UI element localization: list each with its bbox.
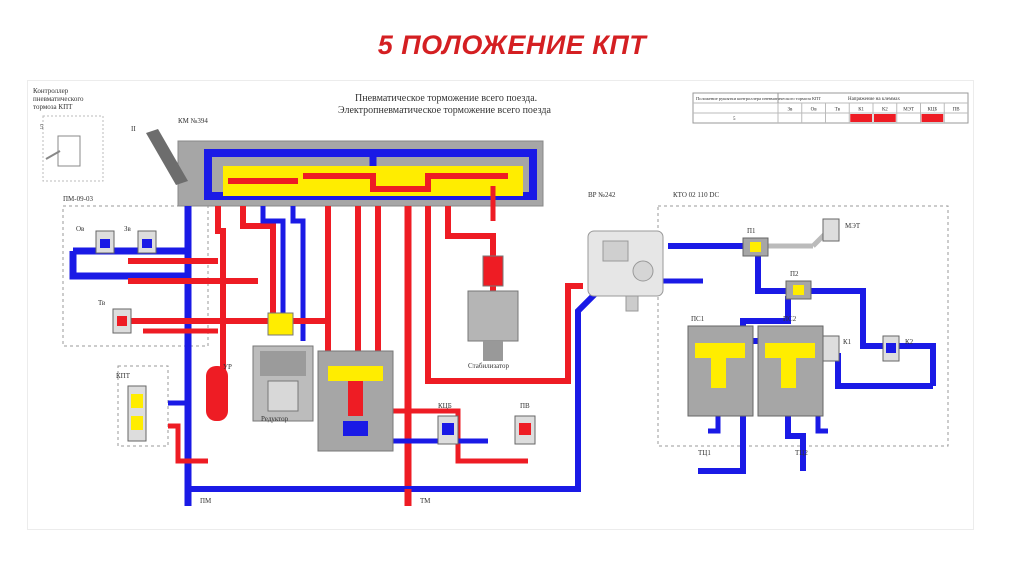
kpt-valve [127,385,147,442]
label-vr242: ВР №242 [588,191,616,199]
table-header-cell: ПВ [953,108,961,113]
kcb-valve [437,415,459,445]
label-met: МЭТ [845,222,861,230]
label-zv: Зв [124,225,132,233]
ur-reservoir [206,366,228,421]
label-kto: КТО 02 110 DC [673,191,719,199]
reducer [252,312,314,422]
controller-label-2: пневматического [33,95,84,103]
label-tv: Тв [98,299,106,307]
pm-0903-frame [62,205,209,347]
table-header-cell: МЭТ [903,108,914,113]
stabilizer [467,255,519,361]
label-tc2: ТЦ2 [795,449,808,457]
valve-k1 [822,335,840,362]
controller-pos-2: II [131,125,136,133]
label-k2: К2 [905,338,914,346]
label-ur: УР [223,363,232,371]
valve-k2 [882,335,900,362]
km-blue-channel [204,149,537,200]
valve-p1 [742,237,769,257]
controller-frame [42,115,104,182]
table-active-cell [874,114,896,122]
label-kcb: КЦБ [438,402,452,410]
valve-ov [95,230,115,254]
label-p1: П1 [747,227,756,235]
heading-line-1: Пневматическое торможение всего поезда. [355,93,537,104]
label-kpt: КПТ [116,372,131,380]
table-header-cell: Зв [787,108,793,113]
label-k1: К1 [843,338,852,346]
controller-label-1: Контроллер [33,87,69,95]
heading-line-2: Электропневматическое торможение всего п… [338,105,551,116]
table-header-cell: К1 [858,108,864,113]
table-active-cell [921,114,944,122]
valve-tv [112,308,132,334]
label-pm0903: ПМ-09-03 [63,195,93,203]
relay-valve [317,350,394,452]
valve-met [822,218,840,242]
label-ov: Ов [76,225,85,233]
controller-pos-5: 5 [40,123,44,131]
relay-ps2 [757,325,824,417]
table-caption: Положение рукоятки контроллера пневматич… [696,96,821,101]
label-pm: ПМ [200,497,212,505]
label-reduktor: Редуктор [261,415,289,423]
label-stabilizator: Стабилизатор [468,362,510,370]
controller-label-3: тормоза КПТ [33,103,73,111]
relay-ps1 [687,325,754,417]
controller-sketch [45,135,81,167]
valve-p2 [785,280,812,300]
label-tm: ТМ [420,497,431,505]
slide-title: 5 ПОЛОЖЕНИЕ КПТ [377,30,647,60]
label-tc1: ТЦ1 [698,449,711,457]
label-ps1: ПС1 [691,315,705,323]
table-group-header: Напряжение на клеммах [848,97,900,102]
label-p2: П2 [790,270,799,278]
label-km394: КМ №394 [178,117,208,125]
table-header-cell: К2 [882,108,888,113]
km-handle [146,129,188,185]
kpt-frame [117,365,169,447]
table-header-cell: Ов [811,108,818,113]
table-active-cell [850,114,872,122]
status-table: Зв Ов Тв К1 К2 МЭТ КЦБ ПВ [692,92,969,124]
table-position: 5 [733,117,736,122]
table-header-cell: Тв [835,108,841,113]
vr242-device [587,230,664,312]
table-header-cell: КЦБ [927,108,937,113]
label-pv: ПВ [520,402,530,410]
pm-main-line [188,288,601,492]
label-ps2: ПС2 [783,315,797,323]
pv-valve [514,415,536,445]
valve-zv [137,230,157,254]
